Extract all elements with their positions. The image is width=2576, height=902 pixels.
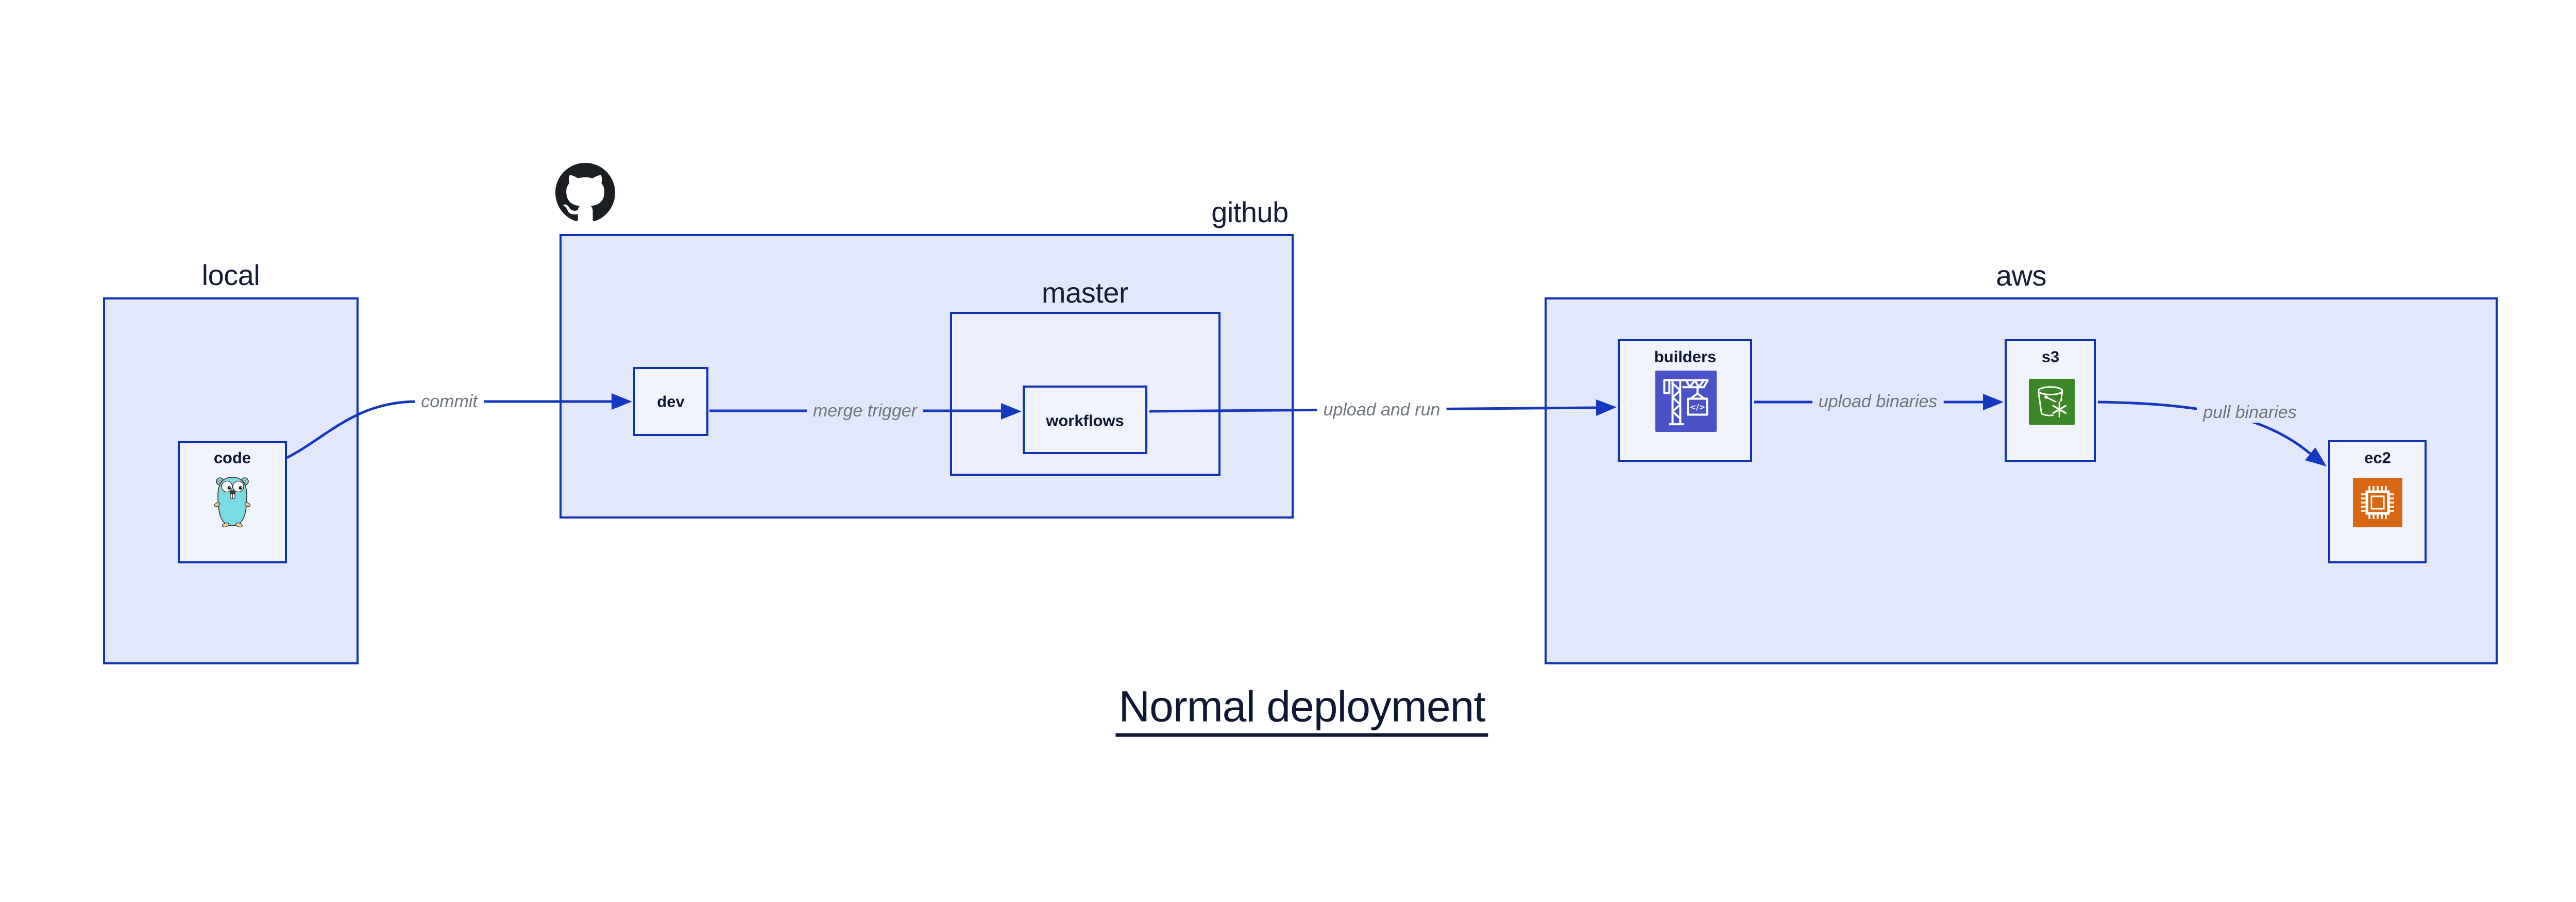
node-label-s3: s3 [2041, 347, 2060, 366]
node-dev [633, 367, 708, 436]
diagram-title: Normal deployment [1115, 685, 1488, 737]
node-label-builders: builders [1654, 347, 1717, 366]
node-builders [1618, 339, 1752, 462]
edge-label-merge-trigger: merge trigger [806, 400, 924, 421]
arrowhead-commit [612, 393, 632, 410]
node-label-dev: dev [657, 392, 685, 411]
edge-label-upload-and-run: upload and run [1317, 399, 1447, 420]
edge-label-upload-binaries: upload binaries [1812, 391, 1944, 412]
arrowhead-upload-binaries [1983, 394, 2004, 410]
node-workflows [1023, 386, 1147, 454]
arrowhead-pull-binaries [2305, 447, 2327, 466]
container-label-github: github [1211, 196, 1289, 228]
codebuild-crane-icon: </> [1655, 371, 1717, 432]
arrowhead-upload-and-run [1596, 399, 1617, 416]
arrowhead-merge-trigger [1001, 403, 1022, 420]
go-gopher-icon [214, 475, 251, 527]
edge-label-commit: commit [415, 391, 484, 412]
container-label-local: local [201, 259, 260, 291]
svg-text:</>: </> [1690, 403, 1705, 412]
container-label-master: master [1041, 276, 1129, 309]
ec2-chip-icon [2353, 478, 2402, 527]
edge-commit [286, 400, 612, 459]
s3-bucket-icon [2029, 379, 2075, 425]
node-label-ec2: ec2 [2364, 448, 2391, 467]
edge-label-pull-binaries: pull binaries [2197, 402, 2303, 423]
node-label-code: code [213, 448, 251, 467]
container-label-aws: aws [1995, 259, 2047, 292]
github-octocat-icon [555, 163, 615, 223]
node-label-workflows: workflows [1046, 411, 1124, 430]
